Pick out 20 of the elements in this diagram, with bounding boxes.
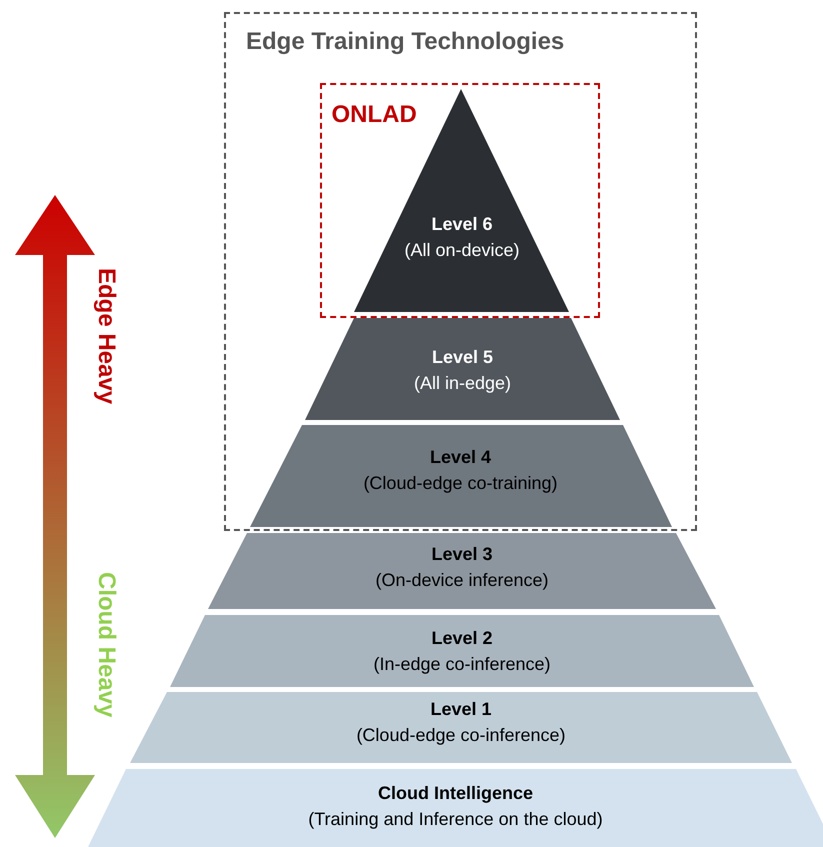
tier-title: Cloud Intelligence xyxy=(378,782,533,805)
tier-title: Level 6 xyxy=(431,213,493,236)
tier-title: Level 5 xyxy=(432,346,494,368)
dashed-frame xyxy=(224,12,697,531)
tier-title: Level 1 xyxy=(430,698,492,721)
tier-description: (All on-device) xyxy=(404,239,520,262)
tier-description: (Cloud-edge co-training) xyxy=(363,472,558,495)
frame-title: Edge Training Technologies xyxy=(246,28,564,56)
tier-description: (Training and Inference on the cloud) xyxy=(308,808,603,831)
axis-label: Cloud Heavy xyxy=(92,572,120,718)
dashed-frame xyxy=(320,82,600,318)
frame-title: ONLAD xyxy=(332,100,417,128)
tier-description: (Cloud-edge co-inference) xyxy=(356,724,566,747)
tier-description: (In-edge co-inference) xyxy=(373,653,551,676)
axis-label: Edge Heavy xyxy=(92,268,120,404)
tier-description: (All in-edge) xyxy=(414,372,512,395)
tier-description: (On-device inference) xyxy=(375,569,549,592)
tier-title: Level 4 xyxy=(430,446,492,468)
tier-title: Level 2 xyxy=(431,627,493,650)
tier-title: Level 3 xyxy=(431,543,493,566)
